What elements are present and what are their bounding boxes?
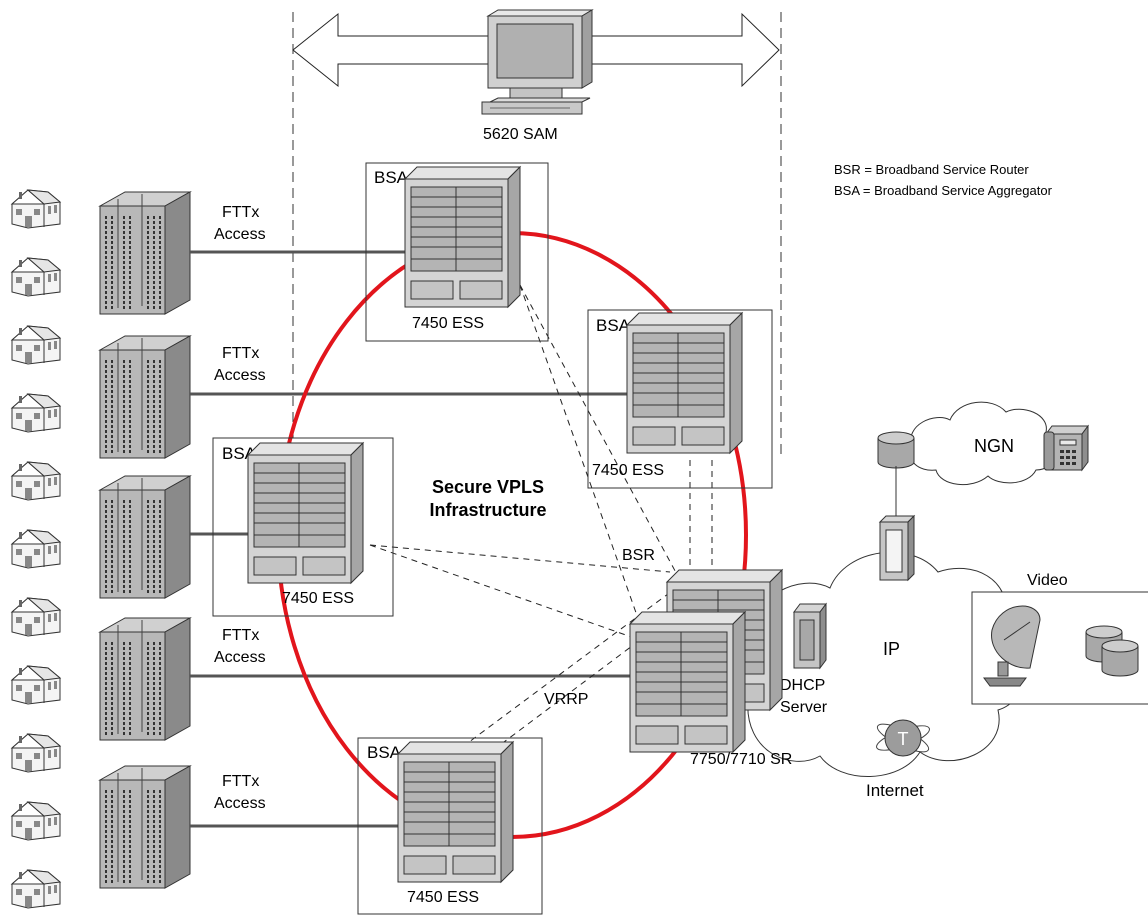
vrrp-label: VRRP bbox=[544, 691, 588, 708]
bsa-box-label: BSA bbox=[374, 168, 409, 187]
sam-workstation-icon bbox=[481, 9, 594, 115]
access-rack-icon bbox=[99, 475, 191, 599]
video-label: Video bbox=[1027, 572, 1068, 589]
ess-label: 7450 ESS bbox=[407, 889, 479, 906]
dhcp-server-icon bbox=[793, 602, 827, 670]
internet-globe-icon: T bbox=[876, 719, 930, 757]
access-rack-icon bbox=[99, 191, 191, 315]
bsa-box bbox=[365, 162, 549, 342]
bsa-box bbox=[212, 437, 394, 617]
access-label-line2: Access bbox=[214, 795, 266, 812]
satellite-dish-icon bbox=[983, 605, 1041, 687]
ngn-label: NGN bbox=[974, 436, 1014, 456]
video-storage-icon bbox=[1101, 639, 1139, 677]
bsr-device-label: 7750/7710 SR bbox=[690, 751, 792, 768]
ngn-database-icon bbox=[877, 431, 915, 469]
bsa-box-label: BSA bbox=[596, 316, 631, 335]
house-icon bbox=[11, 393, 61, 433]
logical-connections bbox=[369, 284, 713, 791]
ess-chassis-icon bbox=[247, 442, 364, 584]
house-icon bbox=[11, 869, 61, 909]
house-icon bbox=[11, 189, 61, 229]
house-icon bbox=[11, 529, 61, 569]
house-icon bbox=[11, 461, 61, 501]
bsa-box bbox=[357, 737, 543, 915]
ess-chassis-icon bbox=[404, 166, 521, 308]
dhcp-label-line1: DHCP bbox=[780, 677, 825, 694]
sam-label: 5620 SAM bbox=[483, 126, 558, 143]
access-label-line1: FTTx bbox=[222, 627, 259, 644]
access-label-line2: Access bbox=[214, 367, 266, 384]
access-label-line1: FTTx bbox=[222, 773, 259, 790]
bsr-chassis-icon bbox=[629, 611, 746, 753]
bsr-label: BSR bbox=[622, 547, 655, 564]
house-icon bbox=[11, 597, 61, 637]
access-label-line2: Access bbox=[214, 649, 266, 666]
internet-icon-glyph: T bbox=[898, 729, 909, 749]
ess-label: 7450 ESS bbox=[592, 462, 664, 479]
phone-icon bbox=[1043, 424, 1089, 472]
legend-bsr: BSR = Broadband Service Router bbox=[834, 162, 1029, 177]
access-rack-icon bbox=[99, 765, 191, 889]
ip-label: IP bbox=[883, 639, 900, 659]
ess-label: 7450 ESS bbox=[282, 590, 354, 607]
access-label-line1: FTTx bbox=[222, 204, 259, 221]
ess-label: 7450 ESS bbox=[412, 315, 484, 332]
ess-chassis-icon bbox=[626, 312, 743, 454]
legend-bsa: BSA = Broadband Service Aggregator bbox=[834, 183, 1053, 198]
dhcp-label-line2: Server bbox=[780, 699, 828, 716]
house-icon bbox=[11, 665, 61, 705]
bsa-box-label: BSA bbox=[367, 743, 402, 762]
house-icon bbox=[11, 733, 61, 773]
vpls-title-line1: Secure VPLS bbox=[432, 477, 544, 497]
subscriber-houses bbox=[11, 189, 61, 909]
ess-chassis-icon bbox=[397, 741, 514, 883]
access-rack-icon bbox=[99, 335, 191, 459]
vpls-title-line2: Infrastructure bbox=[429, 500, 546, 520]
access-label-line1: FTTx bbox=[222, 345, 259, 362]
internet-label: Internet bbox=[866, 781, 924, 800]
bsa-box bbox=[587, 309, 773, 489]
gateway-icon bbox=[878, 514, 916, 582]
access-rack-icon bbox=[99, 617, 191, 741]
house-icon bbox=[11, 801, 61, 841]
house-icon bbox=[11, 325, 61, 365]
access-label-line2: Access bbox=[214, 226, 266, 243]
house-icon bbox=[11, 257, 61, 297]
